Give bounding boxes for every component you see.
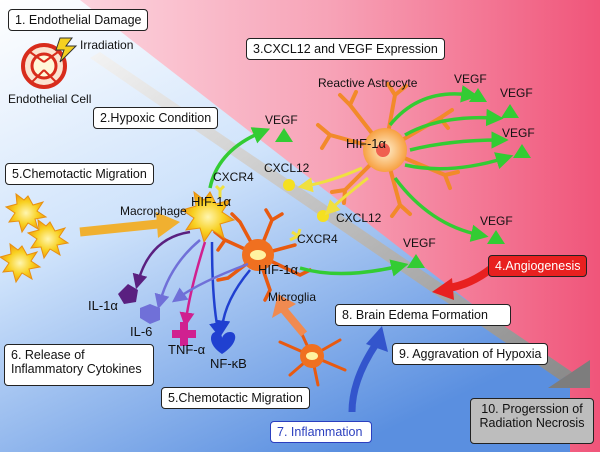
box-inflammation: 7. Inflammation [270,421,372,443]
macrophage-migration-arrow-shaft [79,219,159,237]
label-vegf-3: VEGF [500,86,533,100]
label-macrophage: Macrophage [120,204,187,218]
box-hypoxic-condition: 2.Hypoxic Condition [93,107,219,129]
microglia-cell [213,208,312,302]
vegf-triangle-4 [513,144,531,158]
box-chemotactic-migration-macrophage: 5.Chemotactic Migration [5,163,154,185]
angiogenesis-arrowhead [432,278,454,300]
vegf-triangle-2 [469,88,487,102]
astrocyte-nucleus [376,143,390,157]
label-il6: IL-6 [130,324,153,339]
vegf-triangle-6 [407,254,425,268]
il6-shape [140,304,160,324]
label-hif-astrocyte: HIF-1α [346,136,387,151]
label-tnfa: TNF-α [168,342,206,357]
microglia-il6-arrow [171,262,249,303]
il1a-arrow [132,230,191,290]
box-progression-line2: Radiation Necrosis [479,416,585,430]
inflammation-arrowhead [366,326,388,352]
il6-arrow [154,239,201,310]
label-cxcl12-b: CXCL12 [336,211,382,225]
box-progression-line1: 10. Progerssion of [481,402,583,416]
tnfa-shape [172,322,196,346]
label-cxcr4-microglia: CXCR4 [297,232,338,246]
label-cxcr4-macrophage: CXCR4 [213,170,254,184]
microglia-migration-arrowhead [272,294,296,318]
label-irradiation: Irradiation [80,38,134,52]
inflammation-arrow-shaft [348,342,379,413]
il1a-shape [118,284,138,304]
box-chemotactic-migration-microglia: 5.Chemotactic Migration [161,387,310,409]
vegf-triangle-1 [275,128,293,142]
box-cxcl12-vegf-expression: 3.CXCL12 and VEGF Expression [246,38,445,60]
lightning-icon [55,37,78,63]
label-il1a: IL-1α [88,298,118,313]
cxcl12-arrow-b [324,176,369,216]
label-vegf-2: VEGF [454,72,487,86]
label-reactive-astrocyte: Reactive Astrocyte [318,76,418,90]
cxcr4-receptor-microglia [289,228,302,242]
label-hif-microglia: HIF-1α [258,262,299,277]
tnfa-arrow [179,241,207,328]
nfkb-shape [211,331,236,354]
label-vegf-5: VEGF [480,214,513,228]
progression-arrowhead [548,360,590,388]
label-cxcl12-a: CXCL12 [264,161,310,175]
cxcl12-dot-a [283,179,295,191]
box-angiogenesis: 4.Angiogenesis [488,255,588,277]
label-vegf-6: VEGF [403,236,436,250]
vegf-arrows [208,85,514,277]
microglia-nucleus [250,250,266,260]
cxcr4-receptor-macrophage [214,184,226,198]
box-release-line1: 6. Release of [11,348,85,362]
migrating-microglia-nucleus [306,352,318,360]
box-aggravation-of-hypoxia: 9. Aggravation of Hypoxia [392,343,549,365]
label-nfkb: NF-κB [210,356,247,371]
cxcl12-arrow-a [297,166,363,193]
microglia-migration-arrow-shaft [280,307,308,337]
label-vegf-4: VEGF [502,126,535,140]
migrating-microglia-cell [278,328,347,387]
microglia-nfkb-arrow [215,269,251,336]
label-hif-macrophage: HIF-1α [191,194,232,209]
migrating-macrophage-cells [0,192,70,284]
label-microglia: Microglia [268,290,317,304]
box-release-line2: Inflammatory Cytokines [11,362,142,376]
box-progression-radiation-necrosis: 10. Progerssion of Radiation Necrosis [470,398,594,444]
box-brain-edema-formation: 8. Brain Edema Formation [335,304,511,326]
vegf-triangle-3 [501,104,519,118]
cxcl12-dot-b [317,210,329,222]
box-endothelial-damage: 1. Endothelial Damage [8,9,149,31]
box-release-inflammatory-cytokines: 6. Release of Inflammatory Cytokines [4,344,154,386]
label-endothelial-cell: Endothelial Cell [8,92,92,106]
endothelial-cell-icon [21,43,67,89]
macrophage-migration-arrowhead [156,212,180,238]
vegf-triangle-5 [487,230,505,244]
label-vegf-1: VEGF [265,113,298,127]
